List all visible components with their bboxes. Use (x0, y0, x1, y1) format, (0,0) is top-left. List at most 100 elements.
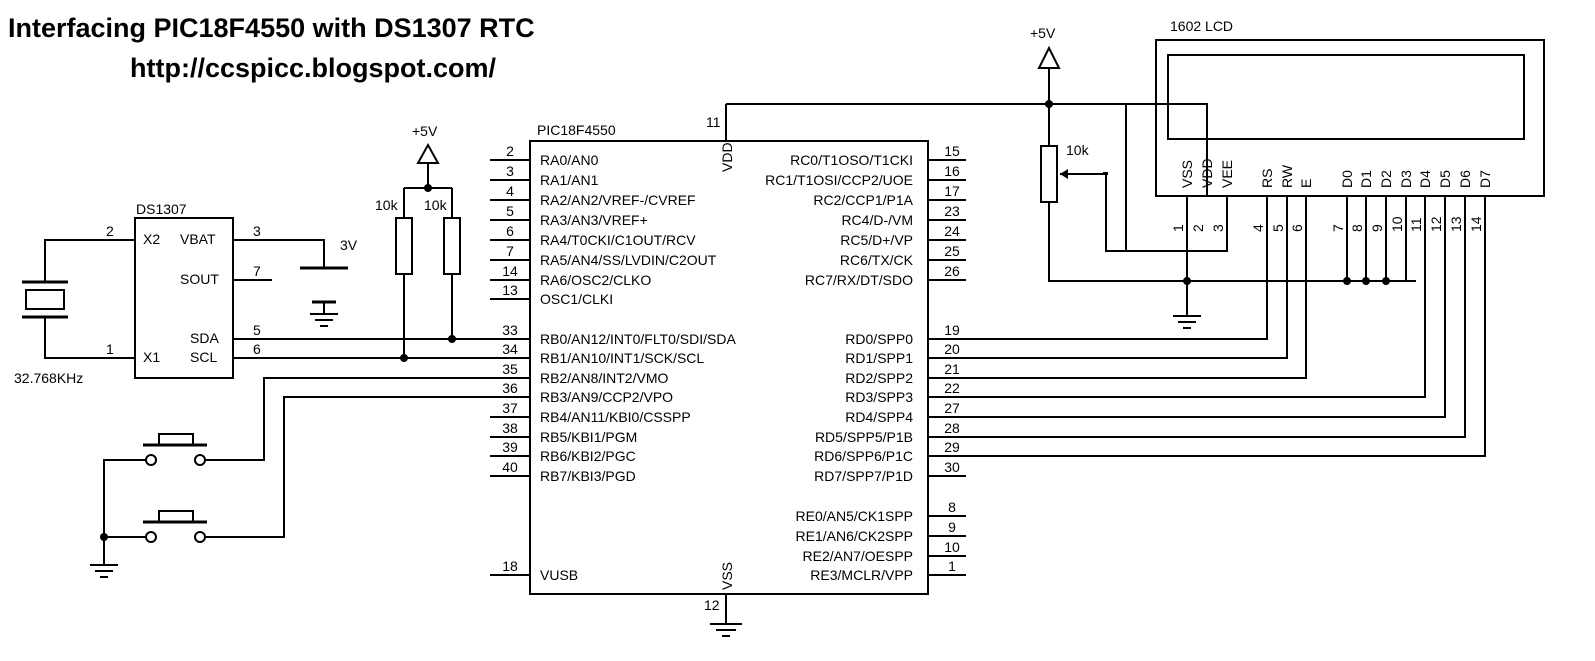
mcu-pin-label-rd4-spp4: RD4/SPP4 (845, 409, 913, 425)
mcu-pin-label-ra0-an0: RA0/AN0 (540, 152, 599, 168)
pullup-resistor-2-value: 10k (424, 197, 448, 213)
mcu-pin-number-13: 13 (502, 282, 518, 298)
mcu-pin-number-3: 3 (506, 163, 514, 179)
rtc-pin-vbat-label: VBAT (180, 231, 216, 247)
mcu-pin-number-25: 25 (944, 243, 960, 259)
mcu-pin-label-re2-an7-oespp: RE2/AN7/OESPP (803, 548, 914, 564)
mcu-pin-number-6: 6 (506, 223, 514, 239)
pullup-supply-label: +5V (412, 123, 438, 139)
mcu-pin-number-19: 19 (944, 322, 960, 338)
mcu-pin-label-ra1-an1: RA1/AN1 (540, 172, 599, 188)
lcd-pin-label-e: E (1298, 179, 1314, 188)
crystal-32khz: 32.768KHz (14, 239, 135, 386)
mcu-pin-label-rd5-spp5-p1b: RD5/SPP5/P1B (815, 429, 913, 445)
lcd-pin-number-4: 4 (1250, 224, 1266, 232)
lcd-screen (1167, 54, 1525, 140)
mcu-pin-label-rd1-spp1: RD1/SPP1 (845, 350, 913, 366)
lcd-pin-label-d1: D1 (1358, 170, 1374, 188)
mcu-pin-number-15: 15 (944, 143, 960, 159)
mcu-pin-number-14: 14 (502, 263, 518, 279)
lcd-pin-number-9: 9 (1369, 224, 1385, 232)
mcu-pin-number-39: 39 (502, 439, 518, 455)
mcu-pin-number-17: 17 (944, 183, 960, 199)
rtc-pin-sda-label: SDA (190, 330, 219, 346)
lcd-pin-label-vee: VEE (1219, 160, 1235, 188)
lcd-pin-number-5: 5 (1270, 224, 1286, 232)
lcd-pin-label-d0: D0 (1339, 170, 1355, 188)
rtc-pin-sout-number: 7 (253, 263, 261, 279)
mcu-pin-label-rb7-kbi3-pgd: RB7/KBI3/PGD (540, 468, 636, 484)
mcu-pin-number-33: 33 (502, 322, 518, 338)
mcu-pin-label-ra5-an4-ss-lvdin-c2out: RA5/AN4/SS/LVDIN/C2OUT (540, 252, 717, 268)
lcd-pin-label-d6: D6 (1457, 170, 1473, 188)
lcd-power-and-contrast: +5V 10k (726, 25, 1416, 329)
mcu-pin-label-vusb: VUSB (540, 567, 578, 583)
mcu-vss-label: VSS (719, 562, 735, 590)
mcu-pin-number-20: 20 (944, 341, 960, 357)
lcd-pin-label-d4: D4 (1417, 170, 1433, 188)
mcu-pin-number-40: 40 (502, 459, 518, 475)
mcu-pin-number-2: 2 (506, 143, 514, 159)
mcu-pin-label-re1-an6-ck2spp: RE1/AN6/CK2SPP (796, 528, 914, 544)
mcu-pin-number-8: 8 (948, 499, 956, 515)
mcu-pic18f4550: PIC18F4550 2RA0/AN03RA1/AN14RA2/AN2/VREF… (490, 104, 966, 637)
mcu-pin-number-26: 26 (944, 263, 960, 279)
lcd-1602: 1602 LCD VSS1VDD2VEE3RS4RW5E6D07D18D29D3… (1155, 18, 1545, 232)
mcu-pin-label-rd2-spp2: RD2/SPP2 (845, 370, 913, 386)
mcu-pin-number-18: 18 (502, 558, 518, 574)
mcu-pin-label-ra4-t0cki-c1out-rcv: RA4/T0CKI/C1OUT/RCV (540, 232, 696, 248)
rtc-ds1307: DS1307 X2 X1 VBAT SOUT SDA SCL 2 1 3 7 5… (106, 201, 272, 379)
mcu-pin-number-35: 35 (502, 361, 518, 377)
mcu-pin-label-rc2-ccp1-p1a: RC2/CCP1/P1A (813, 192, 913, 208)
mcu-pin-number-23: 23 (944, 203, 960, 219)
mcu-pin-label-rc0-t1oso-t1cki: RC0/T1OSO/T1CKI (790, 152, 913, 168)
mcu-pin-number-22: 22 (944, 380, 960, 396)
mcu-pin-number-1: 1 (948, 558, 956, 574)
mcu-pin-number-29: 29 (944, 439, 960, 455)
mcu-left-pins: 2RA0/AN03RA1/AN14RA2/AN2/VREF-/CVREF5RA3… (490, 143, 736, 583)
lcd-pin-number-1: 1 (1170, 224, 1186, 232)
pullup-resistor-1-value: 10k (375, 197, 399, 213)
mcu-pin-label-rb5-kbi1-pgm: RB5/KBI1/PGM (540, 429, 637, 445)
lcd-pin-label-d3: D3 (1398, 170, 1414, 188)
mcu-pin-label-rb0-an12-int0-flt0-sdi-sda: RB0/AN12/INT0/FLT0/SDI/SDA (540, 331, 736, 347)
mcu-pin-number-10: 10 (944, 539, 960, 555)
mcu-pin-label-ra3-an3-vref: RA3/AN3/VREF+ (540, 212, 648, 228)
i2c-pullups: +5V 10k 10k (375, 123, 461, 362)
crystal-frequency: 32.768KHz (14, 370, 83, 386)
mcu-pin-label-rc1-t1osi-ccp2-uoe: RC1/T1OSI/CCP2/UOE (765, 172, 913, 188)
pullup-resistor-2 (443, 217, 461, 275)
battery-voltage: 3V (340, 237, 358, 253)
lcd-pins: VSS1VDD2VEE3RS4RW5E6D07D18D29D310D411D51… (1170, 158, 1493, 232)
rtc-pin-sda-number: 5 (253, 322, 261, 338)
mcu-pin-label-rb6-kbi2-pgc: RB6/KBI2/PGC (540, 448, 636, 464)
mcu-pin-label-rd0-spp0: RD0/SPP0 (845, 331, 913, 347)
rtc-name: DS1307 (136, 201, 187, 217)
mcu-pin-label-rc7-rx-dt-sdo: RC7/RX/DT/SDO (805, 272, 913, 288)
mcu-vdd-label: VDD (719, 142, 735, 172)
lcd-pin-number-3: 3 (1210, 224, 1226, 232)
lcd-data-wires (928, 196, 1486, 457)
mcu-pin-number-30: 30 (944, 459, 960, 475)
lcd-pin-label-d5: D5 (1437, 170, 1453, 188)
rtc-pin-x1-number: 1 (106, 341, 114, 357)
mcu-pin-label-re0-an5-ck1spp: RE0/AN5/CK1SPP (796, 508, 914, 524)
mcu-pin-label-rd7-spp7-p1d: RD7/SPP7/P1D (814, 468, 913, 484)
mcu-pin-label-ra2-an2-vref-cvref: RA2/AN2/VREF-/CVREF (540, 192, 696, 208)
contrast-potentiometer (1040, 145, 1058, 203)
mcu-pin-label-rb2-an8-int2-vmo: RB2/AN8/INT2/VMO (540, 370, 668, 386)
lcd-pin-number-2: 2 (1190, 224, 1206, 232)
lcd-pin-label-rs: RS (1259, 169, 1275, 188)
mcu-pin-label-rc5-d-vp: RC5/D+/VP (840, 232, 913, 248)
mcu-pin-label-osc1-clki: OSC1/CLKI (540, 291, 613, 307)
lcd-pin-label-d2: D2 (1378, 170, 1394, 188)
mcu-pin-label-rd6-spp6-p1c: RD6/SPP6/P1C (814, 448, 913, 464)
mcu-name: PIC18F4550 (537, 122, 616, 138)
lcd-pin-label-rw: RW (1279, 164, 1295, 188)
mcu-pin-number-16: 16 (944, 163, 960, 179)
mcu-pin-number-24: 24 (944, 223, 960, 239)
schematic-title: Interfacing PIC18F4550 with DS1307 RTC (8, 13, 535, 43)
lcd-pin-number-6: 6 (1289, 224, 1305, 232)
mcu-pin-number-36: 36 (502, 380, 518, 396)
